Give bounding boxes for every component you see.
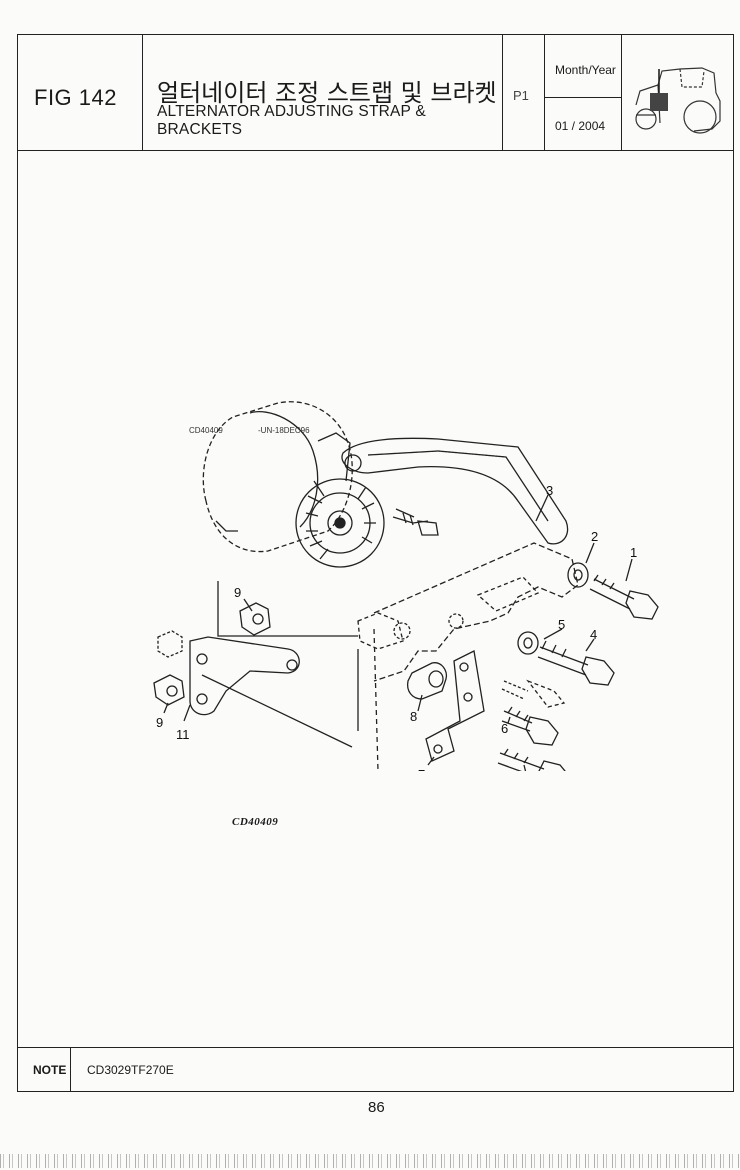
callout-6: 6 [501,721,508,736]
spacer-8 [406,662,448,700]
note-label: NOTE [33,1063,67,1077]
note-value: CD3029TF270E [87,1063,174,1077]
page-label: P1 [513,88,529,103]
fig-label: FIG 142 [34,85,117,110]
callout-4: 4 [590,627,597,642]
bolt-4 [517,631,615,686]
alternator [202,401,385,568]
bolt-1 [567,562,659,620]
title-cell: 얼터네이터 조정 스트랩 및 브라켓 ALTERNATOR ADJUSTING … [143,35,503,150]
note-label-cell: NOTE [18,1048,71,1091]
drawing-code-left: CD40409 [189,426,223,435]
engine-block [201,542,579,771]
callout-1: 1 [630,545,637,560]
note-row: NOTE CD3029TF270E [18,1047,733,1091]
fig-cell: FIG 142 [18,35,143,150]
month-year-value: 01 / 2004 [555,119,606,133]
title-english: ALTERNATOR ADJUSTING STRAP & BRACKETS [157,103,426,138]
page-cell: P1 [503,35,545,150]
nut-9-top-left [157,630,183,658]
parts-illustration: 1 2 3 4 5 6 7 8 9 9 10 11 [153,401,659,771]
scan-artifact [0,1154,740,1168]
bracket-11 [189,636,300,716]
callout-3: 3 [546,483,553,498]
callout-8: 8 [410,709,417,724]
logo-cell [622,35,733,150]
strap-7 [425,650,485,762]
bolt-6 [501,679,566,746]
drawing-caption: CD40409 [232,816,279,828]
nut-9-upper [239,602,271,636]
date-cell: Month/Year 01 / 2004 [545,35,622,150]
tractor-icon [635,67,721,134]
header: FIG 142 얼터네이터 조정 스트랩 및 브라켓 ALTERNATOR AD… [18,35,733,151]
callout-7: 7 [418,767,425,771]
adjusting-strap [341,437,569,545]
callout-5: 5 [558,617,565,632]
bolt-10 [497,748,566,771]
callout-2: 2 [591,529,598,544]
drawing-code-right: -UN-18DEC96 [258,426,310,435]
callout-9-lower: 9 [156,715,163,730]
exploded-parts-drawing: CD40409 -UN-18DEC96 [18,151,733,1047]
callout-11: 11 [176,727,190,742]
nut-9-lower [153,674,185,706]
title-korean: 얼터네이터 조정 스트랩 및 브라켓 [157,79,497,107]
date-label-box: Month/Year [545,35,621,98]
callout-9-upper: 9 [234,585,241,600]
page-number: 86 [368,1099,385,1116]
month-year-label: Month/Year [555,63,616,77]
page-frame: FIG 142 얼터네이터 조정 스트랩 및 브라켓 ALTERNATOR AD… [17,34,734,1092]
